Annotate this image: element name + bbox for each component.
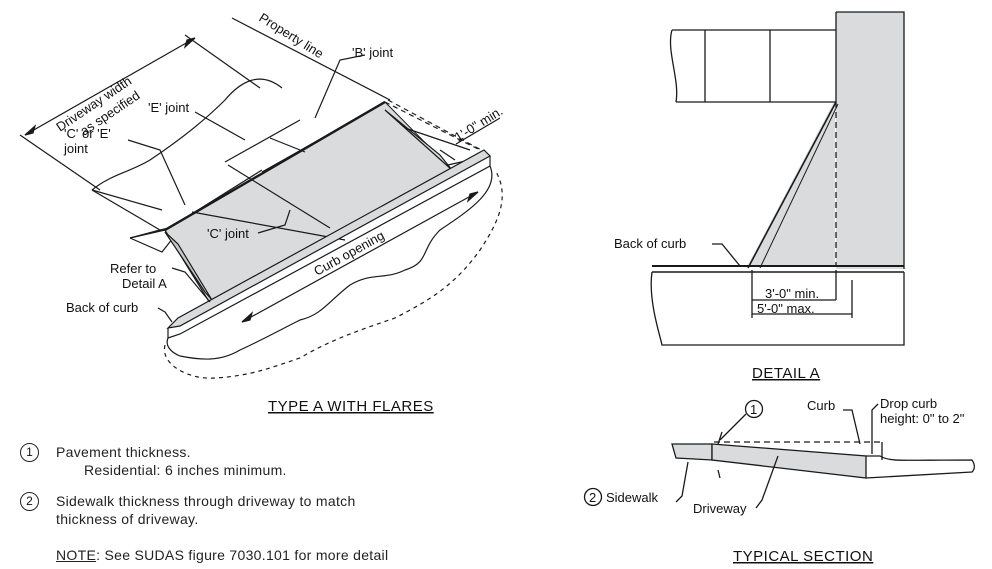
typical-section	[583, 399, 975, 509]
leader-ce-joint	[127, 139, 186, 206]
detail-labels: Back of curb 3'-0" min. 5'-0" max. DETAI…	[614, 236, 820, 382]
detail-caption: DETAIL A	[752, 365, 820, 382]
note-1-line-1: Pavement thickness.	[56, 444, 191, 460]
note-2-line-1: Sidewalk thickness through driveway to m…	[56, 493, 356, 509]
cross-joint-2	[224, 119, 301, 163]
curb-top	[166, 149, 491, 329]
dim-curb-opening	[241, 191, 479, 323]
note-text: : See SUDAS figure 7030.101 for more det…	[96, 547, 389, 563]
one-foot-min-label: 1'-0" min.	[452, 103, 506, 144]
note-2-line-2: thickness of driveway.	[56, 511, 199, 527]
detail-right-edge	[836, 11, 905, 269]
note-label: NOTE	[56, 547, 97, 563]
section-marker-1	[744, 399, 764, 419]
detail-a-ref-label: Detail A	[122, 276, 167, 291]
c-joint-label: 'C' joint	[207, 226, 249, 241]
driveway-section	[711, 443, 867, 479]
section-marker-2-text: 2	[589, 490, 596, 505]
sidewalk-back-line	[129, 229, 166, 239]
note-1-marker: 1	[20, 443, 39, 462]
sidewalk-section	[671, 443, 713, 461]
detail-shaded-strip	[836, 12, 904, 269]
e-joint-label: 'E' joint	[148, 100, 189, 115]
leader-c-joint	[257, 209, 291, 234]
sudas-note: NOTE: See SUDAS figure 7030.101 for more…	[56, 546, 388, 564]
detail-a	[650, 11, 905, 346]
curb-front	[167, 156, 491, 339]
leader-e-joint	[194, 111, 246, 141]
plan-caption: TYPE A WITH FLARES	[268, 398, 434, 415]
detail-leader	[712, 243, 741, 267]
detail-back-of-curb-label: Back of curb	[614, 236, 686, 251]
property-line-dashed	[387, 99, 486, 153]
section-labels: 1 Curb Drop curb height: 0" to 2" 2 Side…	[589, 396, 965, 565]
detail-min-label: 3'-0" min.	[765, 286, 819, 301]
dim-driveway-width	[24, 37, 196, 136]
gutter-dashed	[163, 169, 503, 379]
refer-to-label: Refer to	[110, 261, 156, 276]
cross-joint-1	[189, 169, 263, 216]
c-or-e-joint-label: 'C' or 'E'	[64, 126, 111, 141]
section-marker-1-text: 1	[750, 402, 757, 417]
cross-joint-4	[269, 137, 306, 153]
sidewalk-edge	[129, 237, 174, 253]
c-or-e-joint-label-2: joint	[63, 141, 88, 156]
sidewalk-label: Sidewalk	[606, 490, 659, 505]
driveway-label: Driveway	[693, 501, 747, 516]
leader-sidewalk	[675, 461, 689, 503]
section-caption: TYPICAL SECTION	[733, 548, 873, 565]
note-2-marker: 2	[20, 492, 39, 511]
b-joint-label: 'B' joint	[352, 45, 393, 60]
leader-drop-curb	[871, 403, 879, 454]
plan-view	[19, 17, 503, 379]
detail-flare	[748, 100, 835, 265]
drop-curb-label: Drop curb	[880, 396, 937, 411]
gutter-edge	[166, 165, 493, 360]
detail-bottom-outline	[650, 271, 905, 346]
leader-b-joint	[314, 54, 366, 119]
section-marker-2	[583, 487, 603, 507]
leader-curb	[843, 409, 861, 445]
c-joint-short	[227, 164, 331, 229]
detail-diagonal	[747, 101, 837, 269]
note-1-line-2: Residential: 6 inches minimum.	[84, 462, 287, 478]
detail-max-label: 5'-0" max.	[757, 301, 815, 316]
curb-label: Curb	[807, 398, 835, 413]
curb-section	[865, 455, 975, 479]
c-joint-long	[191, 211, 346, 241]
drop-curb-height-label: height: 0" to 2"	[880, 411, 965, 426]
leader-detail	[171, 267, 211, 303]
leader-driveway	[755, 455, 779, 509]
leader-back-curb	[157, 307, 173, 323]
detail-top-slab	[669, 29, 836, 103]
plan-back-of-curb-label: Back of curb	[66, 300, 138, 315]
